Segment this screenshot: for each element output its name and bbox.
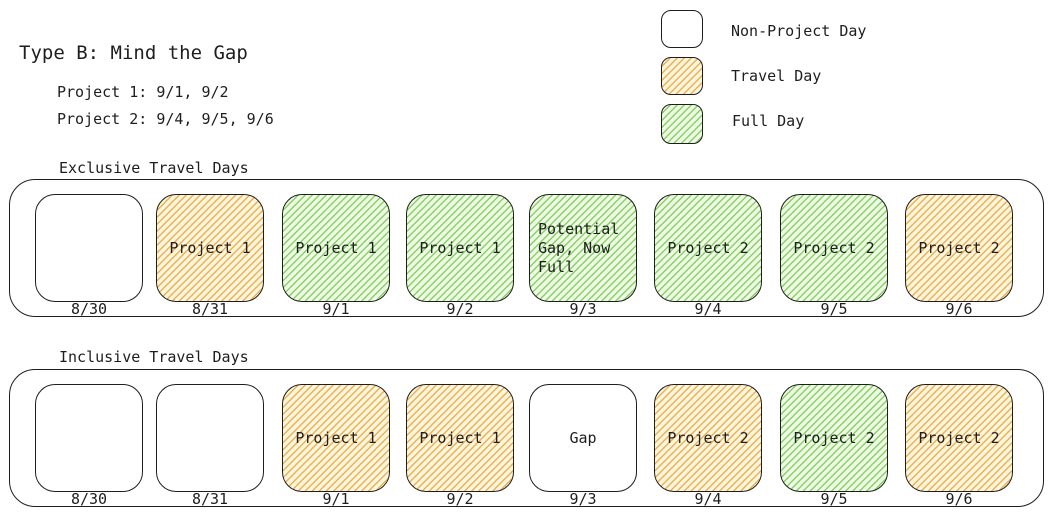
row-frame-exclusive — [9, 179, 1044, 317]
day-box: Project 2 — [780, 194, 888, 302]
legend-label-travel: Travel Day — [731, 67, 822, 85]
day-date: 9/1 — [322, 300, 350, 318]
legend-swatch-full — [661, 104, 703, 144]
day-text: Project 2 — [667, 238, 749, 257]
day-date: 9/3 — [569, 300, 597, 318]
day-box — [156, 384, 264, 492]
day-text: Project 2 — [793, 428, 875, 447]
day-date: 9/6 — [945, 490, 973, 508]
day-box: Potential Gap, Now Full — [529, 194, 637, 302]
day-date: 9/5 — [820, 300, 848, 318]
day-text: Potential Gap, Now Full — [538, 219, 620, 276]
day-box: Project 1 — [406, 384, 514, 492]
legend-label-full: Full Day — [732, 112, 805, 130]
day-text: Project 1 — [295, 238, 377, 257]
day-date: 9/5 — [820, 490, 848, 508]
day-date: 9/6 — [945, 300, 973, 318]
row-frame-inclusive — [9, 369, 1044, 507]
project-2-dates: Project 2: 9/4, 9/5, 9/6 — [57, 110, 274, 128]
day-text: Project 1 — [295, 428, 377, 447]
day-date: 9/4 — [694, 300, 722, 318]
day-date: 9/2 — [446, 490, 474, 508]
day-box — [35, 194, 143, 302]
day-date: 8/30 — [70, 490, 108, 508]
day-text: Gap — [569, 428, 597, 447]
day-text: Project 1 — [419, 238, 501, 257]
row-label-inclusive: Inclusive Travel Days — [59, 348, 249, 366]
day-text: Project 1 — [169, 238, 251, 257]
day-box: Project 2 — [654, 194, 762, 302]
day-box: Project 1 — [406, 194, 514, 302]
day-box: Project 2 — [654, 384, 762, 492]
day-date: 8/31 — [191, 300, 229, 318]
legend-label-non-project: Non-Project Day — [731, 22, 867, 40]
legend-swatch-travel — [661, 57, 703, 95]
day-date: 9/3 — [569, 490, 597, 508]
day-date: 8/30 — [70, 300, 108, 318]
diagram-title: Type B: Mind the Gap — [19, 42, 248, 64]
row-label-exclusive: Exclusive Travel Days — [59, 159, 249, 177]
day-box: Project 2 — [905, 384, 1013, 492]
day-date: 9/1 — [322, 490, 350, 508]
day-text: Project 2 — [793, 238, 875, 257]
day-box — [35, 384, 143, 492]
day-text: Project 2 — [918, 428, 1000, 447]
day-box: Project 1 — [156, 194, 264, 302]
day-date: 9/2 — [446, 300, 474, 318]
project-1-dates: Project 1: 9/1, 9/2 — [57, 83, 229, 101]
day-box: Project 1 — [282, 194, 390, 302]
day-box: Project 2 — [905, 194, 1013, 302]
day-date: 9/4 — [694, 490, 722, 508]
day-box: Gap — [529, 384, 637, 492]
legend-swatch-non-project — [661, 10, 703, 48]
day-text: Project 2 — [667, 428, 749, 447]
day-box: Project 2 — [780, 384, 888, 492]
day-date: 8/31 — [191, 490, 229, 508]
day-box: Project 1 — [282, 384, 390, 492]
day-text: Project 2 — [918, 238, 1000, 257]
day-text: Project 1 — [419, 428, 501, 447]
